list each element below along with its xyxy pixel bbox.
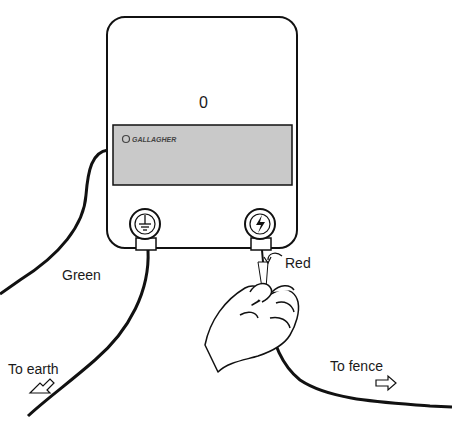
hand (205, 284, 299, 372)
destination-label: To fence (330, 359, 383, 373)
earth-direction-arrow (30, 379, 54, 393)
wire-color-label: Red (285, 256, 311, 270)
indicator-mark: 0 (199, 95, 208, 111)
logo-mark (123, 136, 130, 143)
fence-direction-arrow (376, 376, 396, 390)
destination-label: To earth (8, 362, 59, 376)
wire-color-label: Green (62, 268, 101, 282)
earth-wire (28, 250, 148, 416)
earth-terminal (130, 209, 160, 250)
fence-terminal (245, 209, 275, 250)
brand-logo: GALLAGHER (132, 136, 176, 143)
green-wire (0, 150, 108, 294)
energizer-housing (107, 17, 297, 248)
label-band (113, 125, 292, 185)
